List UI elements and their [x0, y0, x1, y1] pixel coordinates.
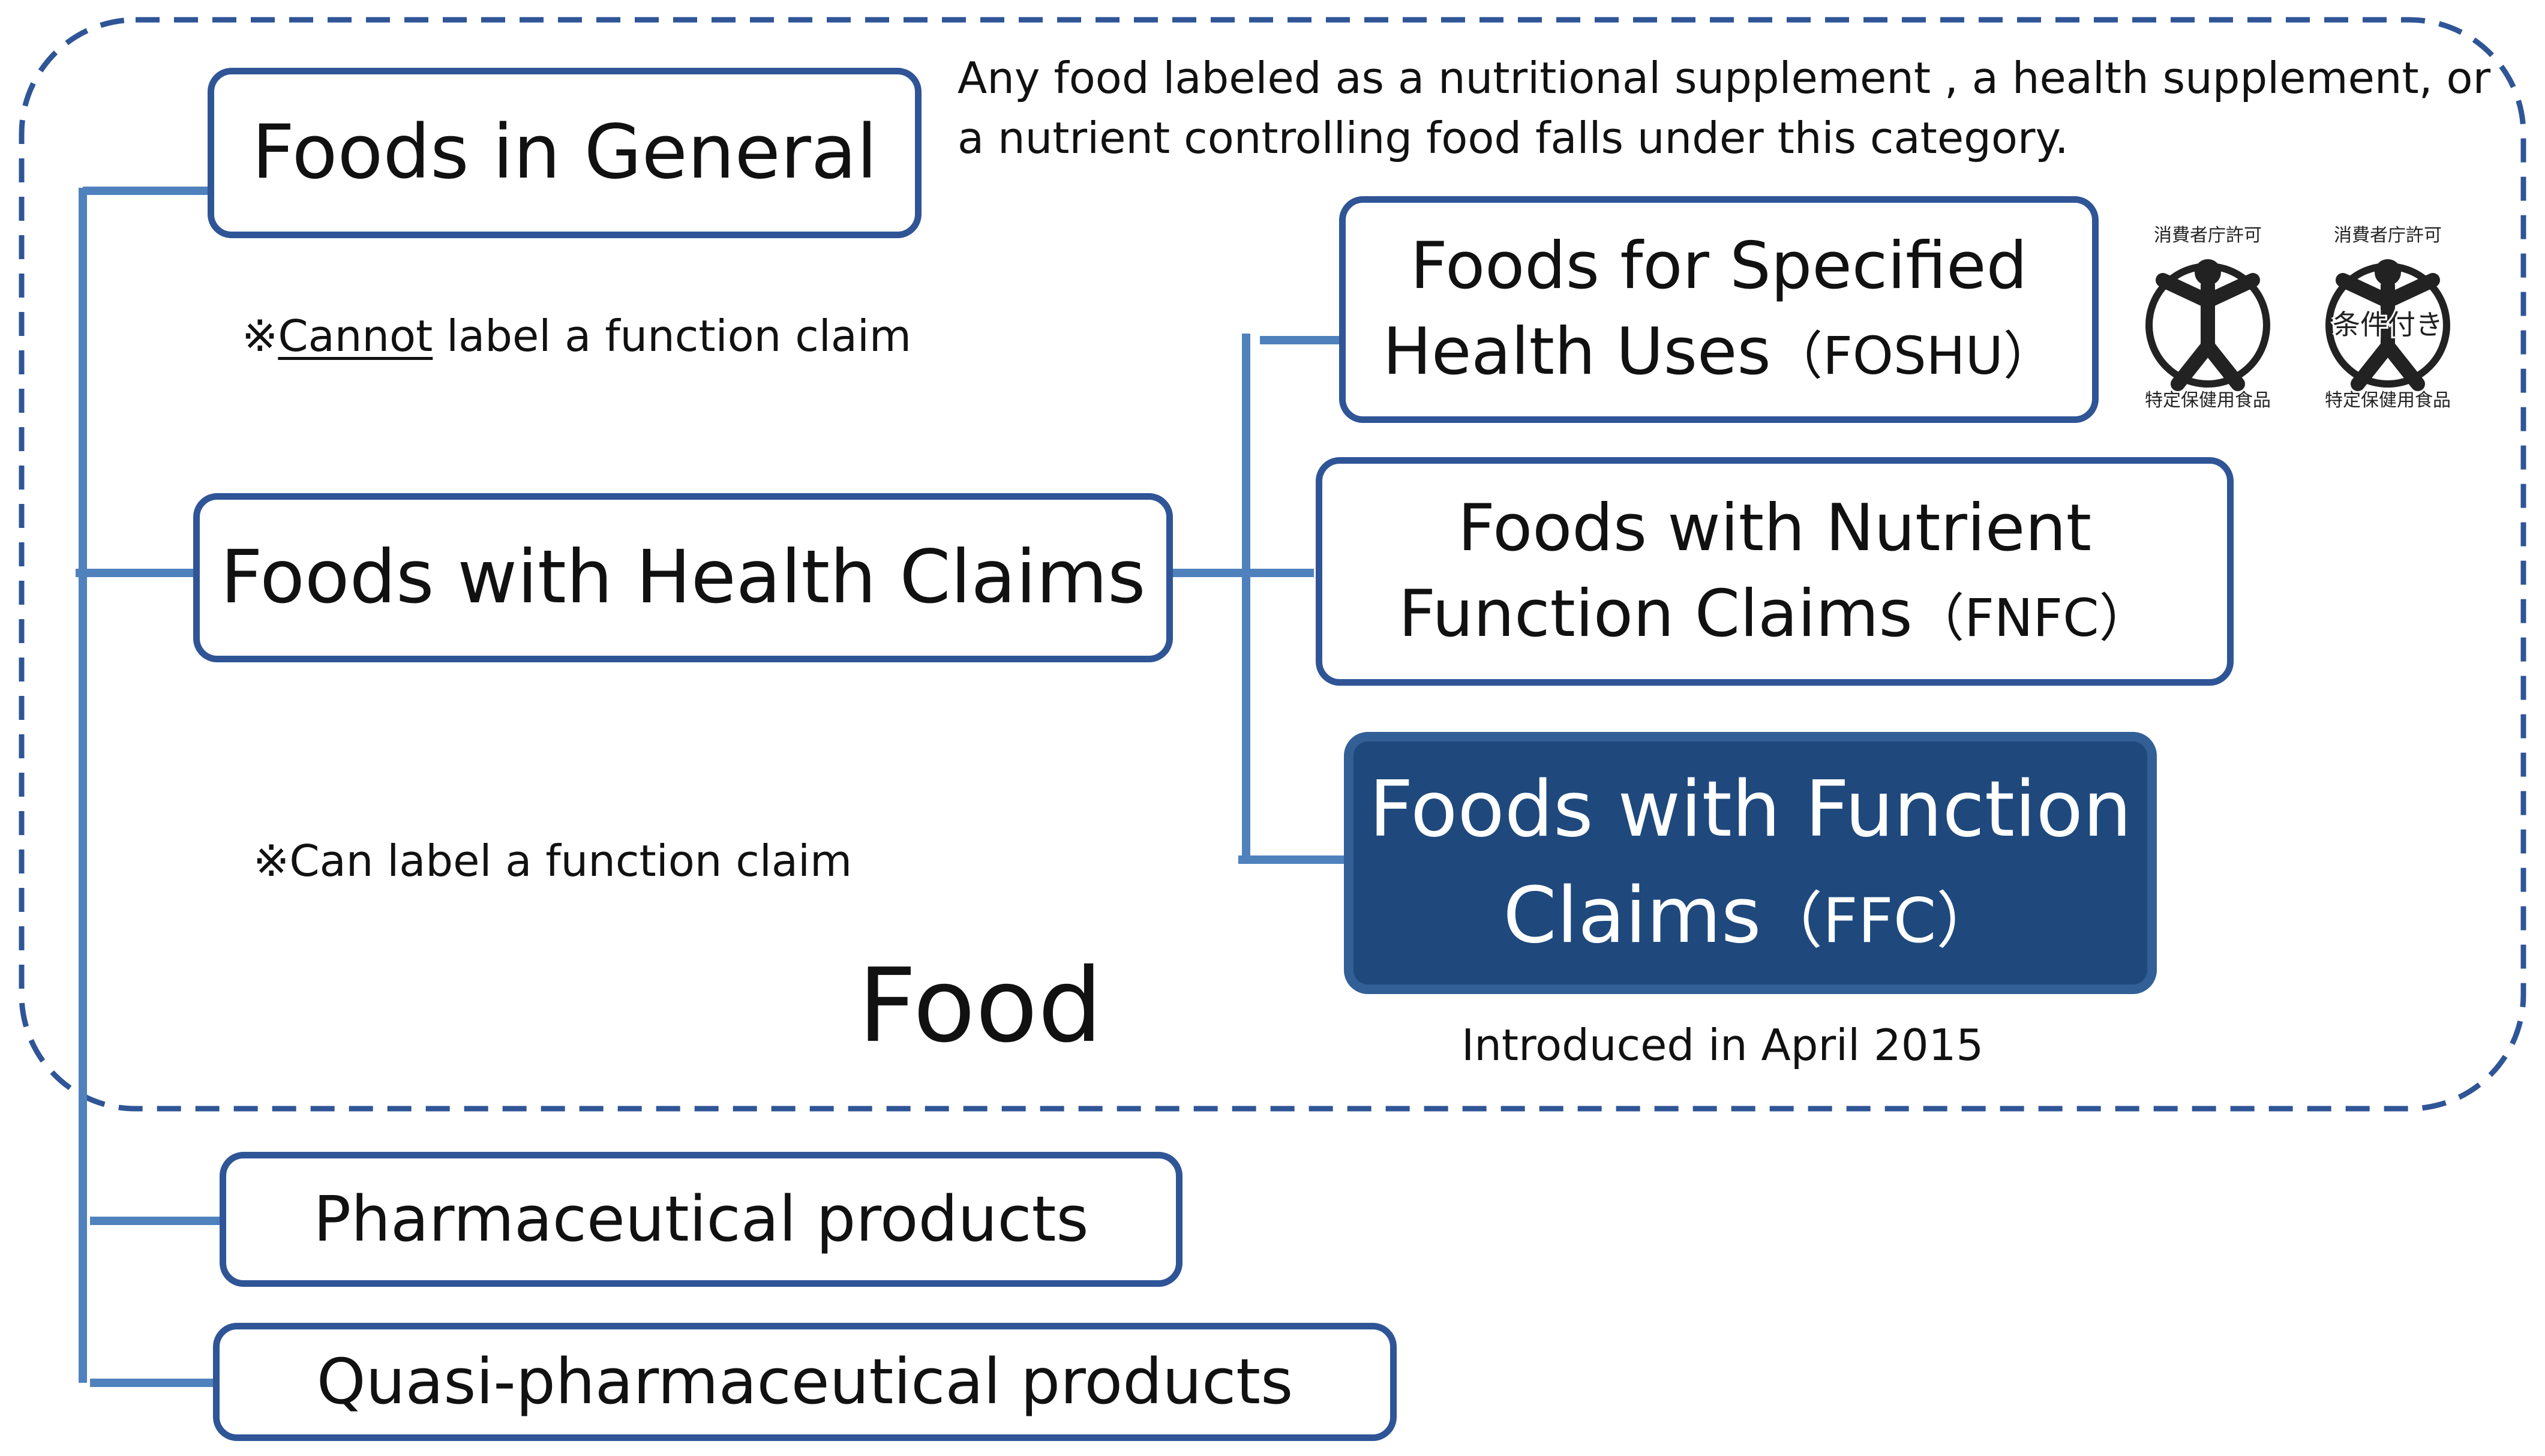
foods-in-general-box: Foods in General: [208, 68, 922, 238]
seal-2-top-text: 消費者庁許可: [2334, 225, 2442, 246]
ffc-line-2: Claims: [1503, 870, 1761, 960]
ffc-line-1: Foods with Function: [1369, 764, 2132, 854]
category-note: Any food labeled as a nutritional supple…: [958, 48, 2490, 168]
foshu-conditional-seal-icon: 条件付き 消費者庁許可 特定保健用食品: [2325, 225, 2451, 411]
foshu-abbr: （FOSHU）: [1770, 326, 2055, 386]
foshu-seal-icon: 消費者庁許可 特定保健用食品: [2145, 225, 2271, 411]
seal-2-bottom-text: 特定保健用食品: [2325, 390, 2451, 411]
fnfc-line-2: Function Claims: [1398, 576, 1913, 652]
food-category-label: Food: [858, 947, 1103, 1065]
cannot-claim-note: ※Cannot label a function claim: [242, 311, 911, 361]
cannot-emphasis: Cannot: [278, 311, 433, 361]
health-claims-label: Foods with Health Claims: [220, 535, 1146, 620]
pharmaceutical-label: Pharmaceutical products: [313, 1182, 1089, 1256]
ffc-abbr: （FFC）: [1761, 885, 1998, 957]
foshu-box: Foods for Specified Health Uses（FOSHU）: [1339, 196, 2099, 423]
fnfc-abbr: （FNFC）: [1912, 588, 2151, 649]
fnfc-line-1: Foods with Nutrient: [1457, 490, 2092, 566]
cannot-claim-rest: label a function claim: [433, 311, 912, 361]
seal-2-center-text: 条件付き: [2333, 308, 2443, 341]
quasi-pharmaceutical-label: Quasi-pharmaceutical products: [316, 1344, 1293, 1418]
food-category-boundary: [19, 17, 2526, 1112]
pharmaceutical-box: Pharmaceutical products: [220, 1152, 1183, 1287]
ffc-introduced-note: Introduced in April 2015: [1461, 1020, 1984, 1070]
foods-in-general-label: Foods in General: [251, 109, 878, 196]
foshu-line-1: Foods for Specified: [1410, 229, 2028, 304]
note-mark: ※: [242, 311, 278, 361]
quasi-pharmaceutical-box: Quasi-pharmaceutical products: [213, 1323, 1397, 1441]
category-note-line-2: a nutrient controlling food falls under …: [958, 113, 2069, 163]
fnfc-box: Foods with Nutrient Function Claims（FNFC…: [1316, 457, 2234, 686]
ffc-box: Foods with Function Claims（FFC）: [1344, 732, 2157, 994]
can-claim-note: ※Can label a function claim: [253, 836, 853, 886]
category-note-line-1: Any food labeled as a nutritional supple…: [958, 53, 2491, 103]
seal-1-bottom-text: 特定保健用食品: [2145, 390, 2271, 411]
seal-1-top-text: 消費者庁許可: [2154, 225, 2262, 246]
foshu-line-2: Health Uses: [1382, 314, 1771, 389]
foods-with-health-claims-box: Foods with Health Claims: [193, 493, 1173, 662]
